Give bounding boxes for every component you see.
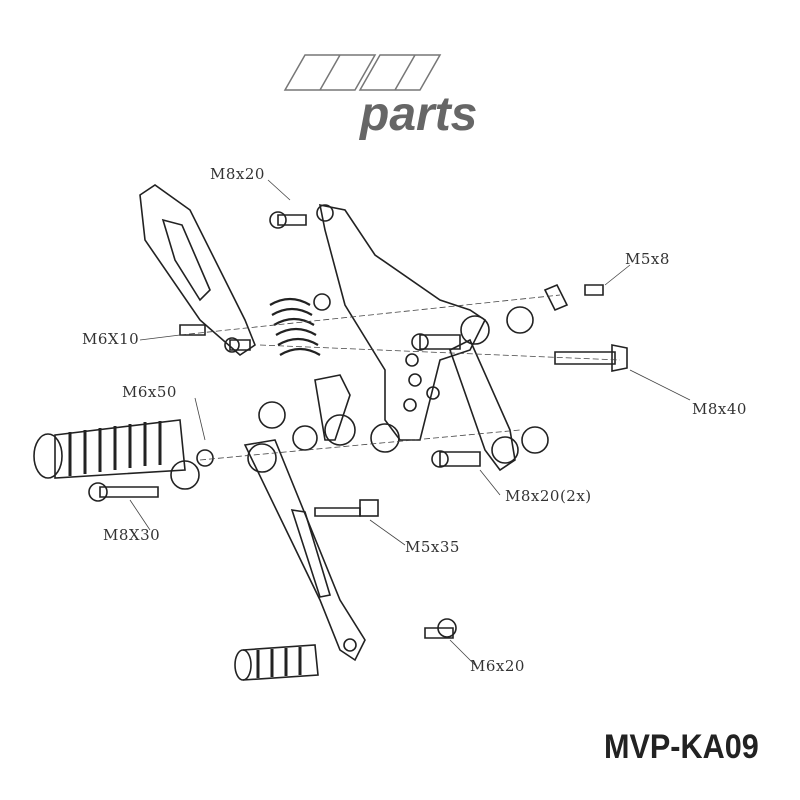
heel-guard-plate (139, 184, 256, 357)
link-arm (449, 338, 516, 472)
mv-parts-logo: parts (283, 54, 477, 141)
label-m8x40: M8x40 (692, 400, 747, 418)
main-bracket (318, 203, 487, 441)
label-m5x8: M5x8 (625, 250, 670, 268)
label-m5x35: M5x35 (405, 538, 460, 556)
label-m8x20-2x: M8x20(2x) (505, 487, 592, 505)
label-m6x50: M6x50 (122, 383, 177, 401)
label-m8x30: M8X30 (103, 526, 161, 544)
label-m6x20: M6x20 (470, 657, 525, 675)
label-m8x20: M8x20 (210, 165, 265, 183)
leader-lines (129, 179, 691, 666)
svg-text:parts: parts (358, 88, 477, 141)
footpeg (33, 419, 186, 479)
shifter-peg (234, 644, 319, 681)
shift-lever (243, 439, 366, 662)
bolts (88, 211, 628, 639)
spring (269, 297, 321, 356)
part-code: MVP-KA09 (604, 728, 759, 766)
label-m6x10: M6X10 (82, 330, 140, 348)
